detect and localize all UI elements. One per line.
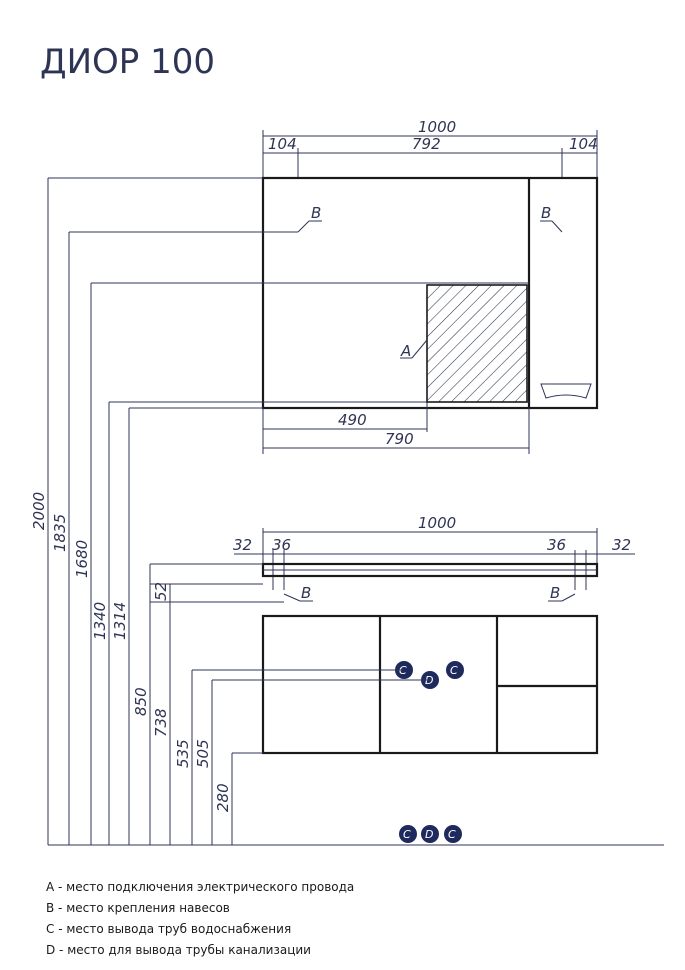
dim-height-2000: 2000	[30, 492, 48, 530]
legend-item-a: А - место подключения электрического про…	[46, 880, 355, 894]
hatched-panel	[426, 284, 528, 403]
dim-height-1835: 1835	[51, 514, 69, 552]
dim-right-offset: 104	[569, 135, 598, 153]
dim-height-1680: 1680	[73, 540, 91, 578]
mark-b-left: B	[311, 204, 321, 222]
floor-badge-d	[421, 825, 439, 843]
dim-height-738: 738	[152, 708, 170, 737]
height-dimensions: 2000 1835 1680 1340 1314 52 850 738 535 …	[30, 177, 664, 846]
vanity-unit-view: 1000 32 36 36 32 B B C D C C D C	[233, 514, 635, 843]
mark-b-right: B	[541, 204, 551, 222]
floor-badge-c-left	[399, 825, 417, 843]
dim-490: 490	[338, 411, 367, 429]
mark-b-vanity-right: B	[550, 584, 560, 602]
dim-left-32: 32	[233, 536, 252, 554]
dim-left-36: 36	[272, 536, 291, 554]
dim-height-280: 280	[214, 783, 232, 812]
floor-badge-c-right	[444, 825, 462, 843]
door-handle-icon	[540, 383, 592, 399]
legend-item-b: В - место крепления навесов	[46, 901, 230, 915]
dim-width-total: 1000	[418, 118, 456, 136]
dim-right-36: 36	[547, 536, 566, 554]
floor-badge-c-left-label: C	[403, 828, 411, 841]
dim-height-1314: 1314	[111, 602, 129, 640]
badge-c-right	[446, 661, 464, 679]
mirror-cabinet-outline	[261, 176, 599, 410]
mirror-cabinet-view: 1000 104 792 104 B B A 490 790	[261, 118, 599, 454]
page-title: ДИОР 100	[40, 42, 215, 82]
dim-right-32: 32	[612, 536, 631, 554]
dim-height-1340: 1340	[91, 602, 109, 640]
floor-badge-d-label: D	[425, 828, 433, 841]
legend-item-c: С - место вывода труб водоснабжения	[46, 922, 292, 936]
dim-center-width: 792	[412, 135, 441, 153]
dim-height-850: 850	[132, 687, 150, 716]
dim-vanity-width: 1000	[418, 514, 456, 532]
dim-height-535: 535	[174, 739, 192, 768]
dim-left-offset: 104	[268, 135, 297, 153]
legend: А - место подключения электрического про…	[46, 877, 354, 961]
mark-b-vanity-left: B	[301, 584, 311, 602]
dim-790: 790	[385, 430, 414, 448]
floor-badge-c-right-label: C	[448, 828, 456, 841]
dim-height-505: 505	[194, 739, 212, 768]
legend-item-d: D - место для вывода трубы канализации	[46, 943, 311, 957]
dim-height-52: 52	[152, 582, 170, 601]
badge-c-right-label: C	[450, 664, 458, 677]
mark-a: A	[400, 342, 411, 360]
vanity-body	[261, 614, 599, 755]
